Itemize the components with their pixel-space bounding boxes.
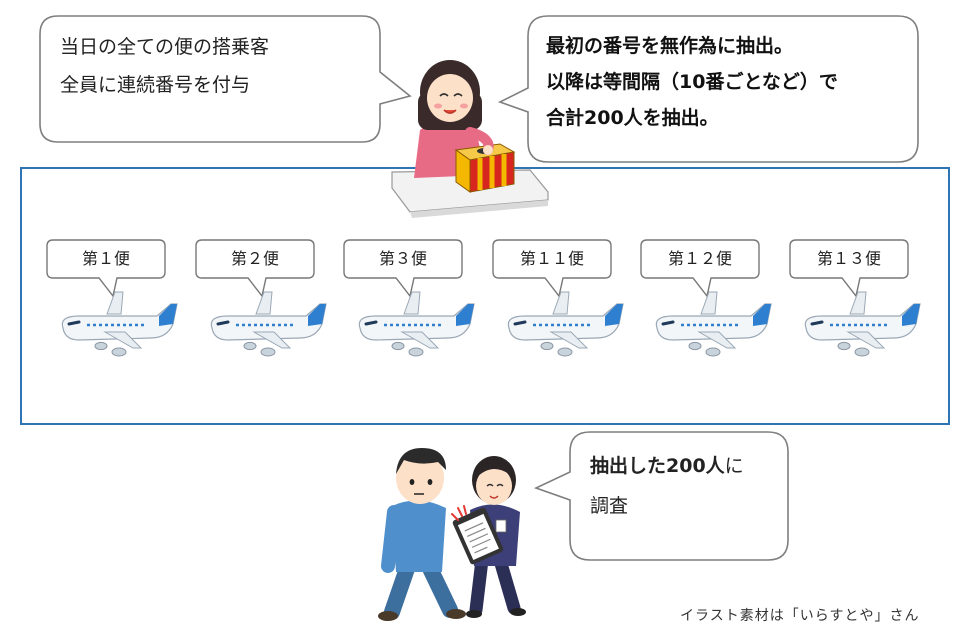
- top-right-bubble-line3: 合計200人を抽出。: [546, 107, 719, 129]
- bottom-bubble-line1: 抽出した200人に: [590, 446, 744, 486]
- top-right-bubble-line2: 以降は等間隔（10番ごとなど）で: [546, 71, 838, 93]
- bottom-bubble-rest: に: [724, 455, 744, 477]
- airplane-icon: [804, 291, 921, 357]
- top-right-bubble-line1: 最初の番号を無作為に抽出。: [546, 35, 794, 57]
- speech-bubble-top-right: [497, 15, 919, 163]
- flight-shapes: [46, 239, 921, 357]
- top-left-bubble-line1: 当日の全ての便の搭乗客: [60, 36, 270, 58]
- flight-label-bubble: [46, 239, 166, 298]
- top-right-bubble-text: 最初の番号を無作為に抽出。 以降は等間隔（10番ごとなど）で 合計200人を抽出…: [546, 28, 838, 136]
- flight-label: 第２便: [230, 249, 279, 268]
- illustration-credit: イラスト素材は「いらすとや」さん: [680, 608, 920, 624]
- flight-label: 第１３便: [816, 249, 881, 268]
- bottom-bubble-text: 抽出した200人に 調査: [590, 446, 744, 526]
- interviewer-woman-illustration: [451, 456, 526, 618]
- flight-label-bubble: [492, 239, 612, 298]
- airplane-icon: [655, 291, 772, 357]
- flight-label-bubble: [640, 239, 760, 298]
- flight-label: 第３便: [378, 249, 427, 268]
- top-left-bubble-line2: 全員に連続番号を付与: [60, 74, 251, 96]
- speech-bubble-bottom: [533, 431, 789, 561]
- flight-label-bubble: [343, 239, 463, 298]
- flight-label-bubble: [789, 239, 909, 298]
- speech-bubble-top-left: [39, 15, 412, 143]
- top-left-bubble-text: 当日の全ての便の搭乗客 全員に連続番号を付与: [60, 28, 269, 104]
- flight-label: 第１２便: [667, 249, 732, 268]
- lottery-woman-illustration: [391, 60, 549, 218]
- flight-label: 第１１便: [519, 249, 584, 268]
- airplane-icon: [507, 291, 624, 357]
- flight-label: 第１便: [81, 249, 130, 268]
- airplane-icon: [61, 291, 178, 357]
- surveyed-man-illustration: [378, 448, 466, 621]
- airplane-icon: [210, 291, 327, 357]
- flight-label-bubble: [195, 239, 315, 298]
- bottom-bubble-line2: 調査: [590, 495, 629, 517]
- airplane-icon: [358, 291, 475, 357]
- bottom-bubble-bold: 抽出した200人: [590, 455, 725, 477]
